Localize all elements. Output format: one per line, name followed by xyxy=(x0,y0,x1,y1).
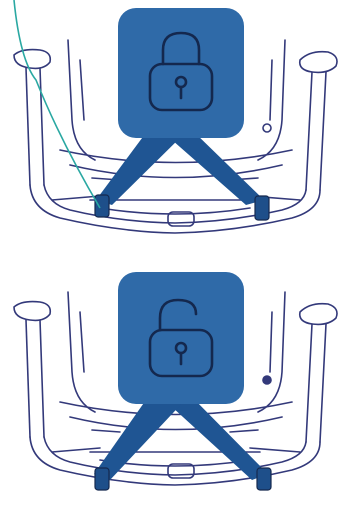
right-armrest-pad xyxy=(298,302,338,326)
left-lock-lever xyxy=(94,194,110,218)
chair-diagram-locked xyxy=(13,0,338,234)
callout-box xyxy=(118,8,244,138)
locked-state-panel xyxy=(0,0,351,250)
release-cable xyxy=(13,0,101,209)
chair-base-outline xyxy=(13,39,338,234)
callout-beam-right xyxy=(152,397,268,480)
chair-base-outline xyxy=(13,291,338,486)
padlock-closed-icon xyxy=(148,31,214,112)
center-knob xyxy=(167,463,195,479)
left-armrest-pad xyxy=(13,48,52,70)
callout-beam-left xyxy=(96,130,188,205)
right-lock-lever xyxy=(256,467,272,491)
center-knob xyxy=(167,211,195,227)
left-armrest-pad xyxy=(13,300,52,322)
left-lock-lever xyxy=(94,467,110,491)
callout-beam-right xyxy=(152,130,264,205)
callout-locked xyxy=(96,8,264,205)
callout-beam-left xyxy=(94,397,188,480)
padlock-open-icon xyxy=(148,298,214,378)
unlocked-state-panel xyxy=(0,252,351,502)
right-armrest-pad xyxy=(298,50,338,74)
callout-unlocked xyxy=(94,272,268,480)
callout-box xyxy=(118,272,244,404)
side-control xyxy=(262,375,272,385)
chair-diagram-unlocked xyxy=(13,272,338,491)
side-control xyxy=(262,123,272,133)
right-lock-lever xyxy=(254,195,270,221)
